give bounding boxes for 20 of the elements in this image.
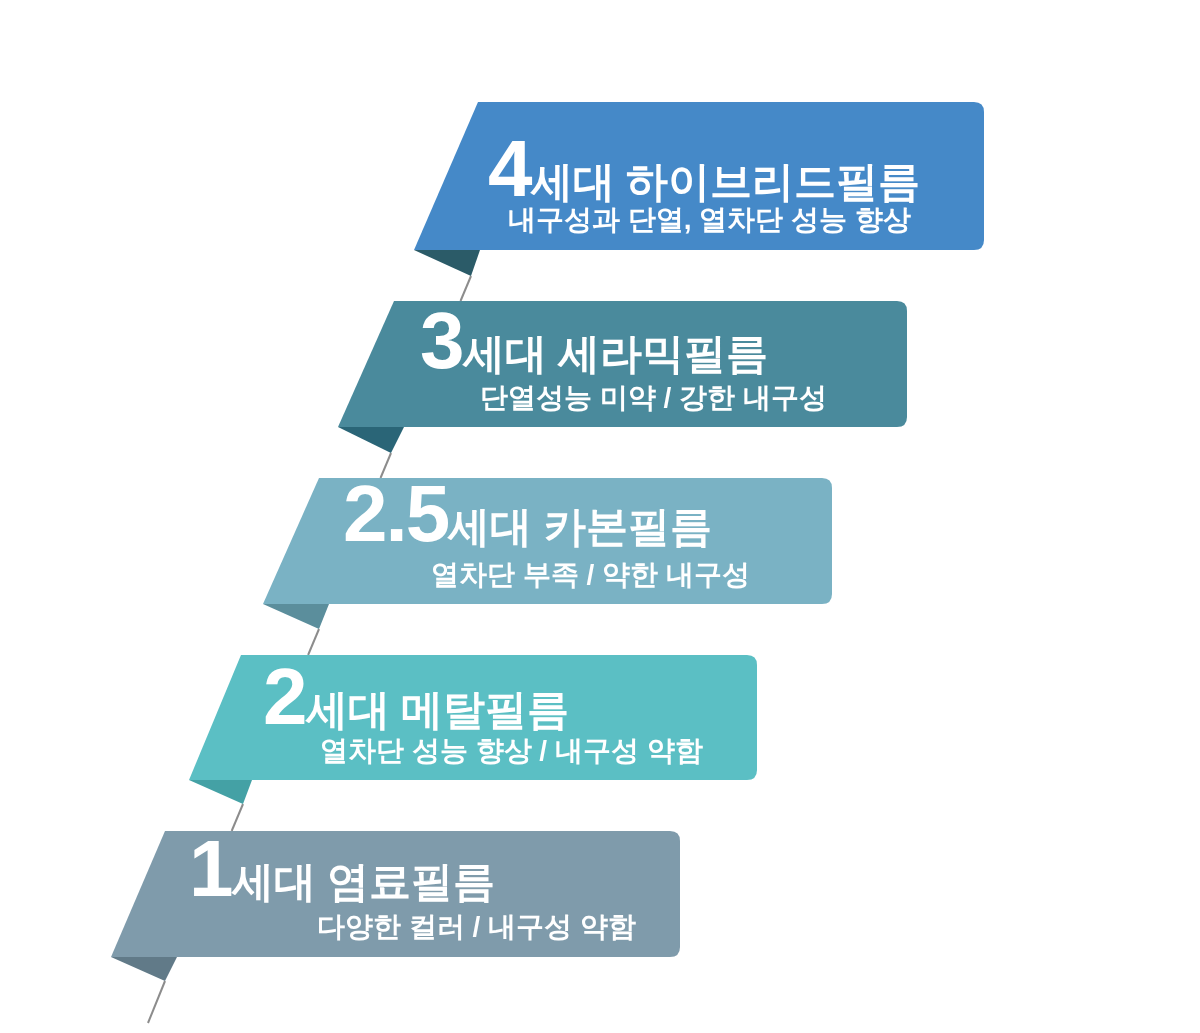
ribbon-banner <box>111 831 680 981</box>
ribbon-banner <box>414 102 984 276</box>
generation-description: 단열성능 미약 / 강한 내구성 <box>480 381 827 415</box>
generation-description: 열차단 성능 향상 / 내구성 약함 <box>320 734 703 768</box>
connector-line <box>230 803 244 832</box>
ribbon-banner <box>338 301 907 453</box>
generation-description: 열차단 부족 / 약한 내구성 <box>431 558 750 592</box>
connector-line <box>307 628 320 656</box>
generation-title: 2.5세대 카본필름 <box>343 480 712 548</box>
generation-description: 내구성과 단열, 열차단 성능 향상 <box>508 203 911 237</box>
generation-title: 3세대 세라믹필름 <box>420 307 769 375</box>
ribbon-banner <box>189 655 757 804</box>
generation-title: 2세대 메탈필름 <box>263 663 570 731</box>
connector-line <box>147 980 166 1024</box>
generation-description: 다양한 컬러 / 내구성 약함 <box>317 910 636 944</box>
generation-title: 4세대 하이브리드필름 <box>488 135 921 203</box>
generation-title: 1세대 염료필름 <box>189 835 496 903</box>
ribbon-banner <box>263 478 832 629</box>
connector-line <box>379 452 392 479</box>
connector-line <box>459 275 472 302</box>
